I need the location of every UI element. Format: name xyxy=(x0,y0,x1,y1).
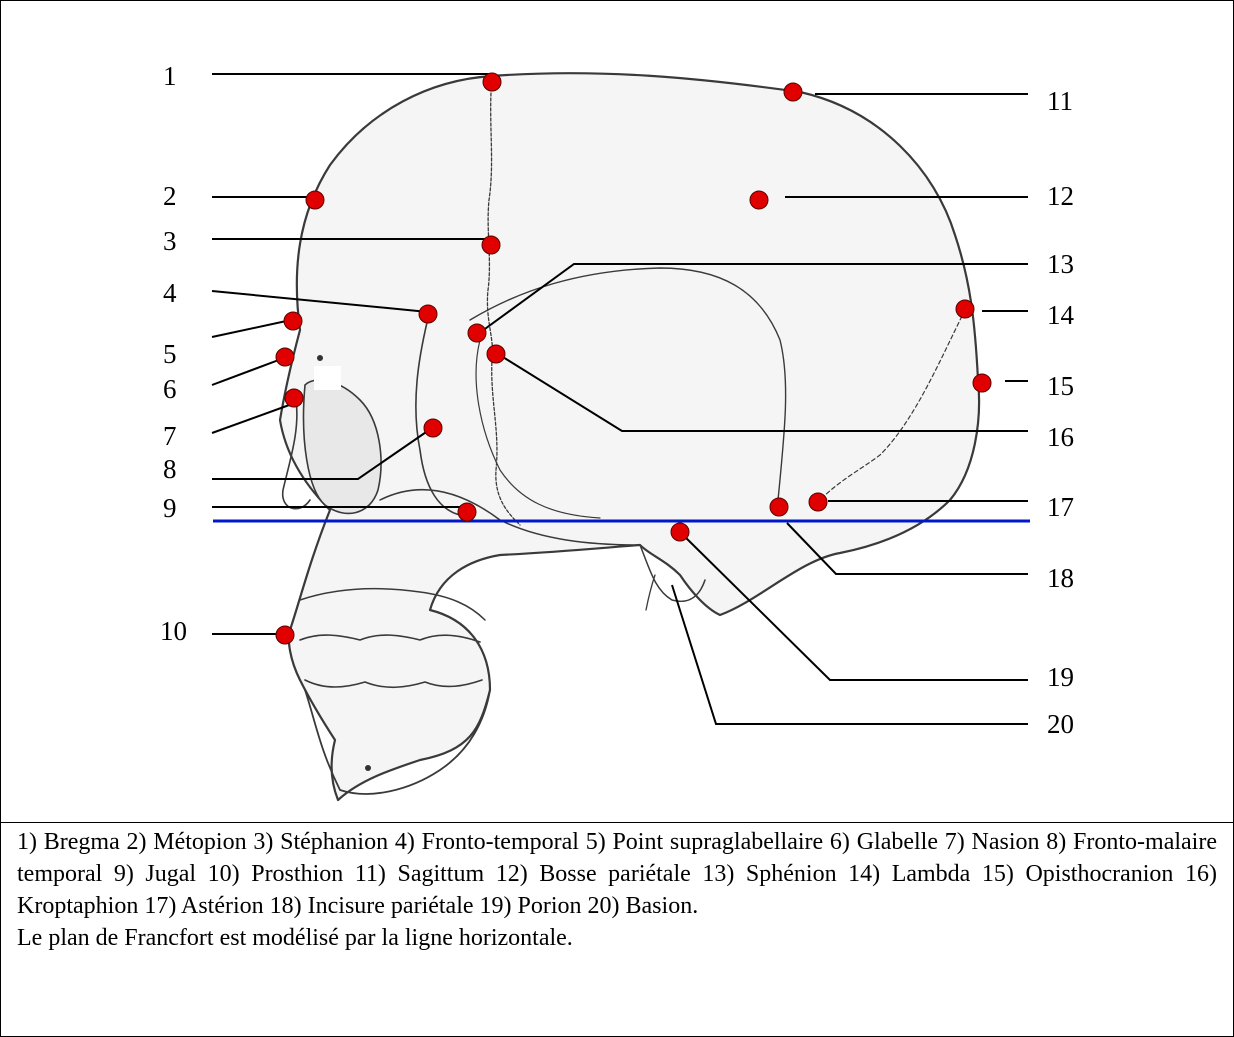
landmark-label-7: 7 xyxy=(163,421,177,451)
figure-caption: 1) Bregma 2) Métopion 3) Stéphanion 4) F… xyxy=(17,826,1217,954)
skull-silhouette xyxy=(280,73,979,800)
landmark-point-19 xyxy=(671,523,689,541)
landmark-label-3: 3 xyxy=(163,226,177,256)
landmark-point-10 xyxy=(276,626,294,644)
mental-foramen xyxy=(365,765,371,771)
landmark-point-9 xyxy=(458,503,476,521)
landmark-label-2: 2 xyxy=(163,181,177,211)
landmark-point-5 xyxy=(284,312,302,330)
leader-line-5 xyxy=(212,320,291,337)
skull-diagram: 1 2 3 4 5 6 7 8 9 10 11 12 13 14 15 16 1… xyxy=(0,0,1234,822)
skull-illustration xyxy=(280,73,979,800)
landmark-point-4 xyxy=(419,305,437,323)
white-patch xyxy=(314,366,341,390)
landmark-point-16 xyxy=(487,345,505,363)
landmark-point-11 xyxy=(784,83,802,101)
landmark-legend: 1) Bregma 2) Métopion 3) Stéphanion 4) F… xyxy=(17,826,1217,922)
landmark-label-17: 17 xyxy=(1047,492,1074,522)
landmark-label-10: 10 xyxy=(160,616,187,646)
landmark-label-6: 6 xyxy=(163,374,177,404)
landmark-label-16: 16 xyxy=(1047,422,1074,452)
styloid xyxy=(646,575,655,610)
landmark-point-8 xyxy=(424,419,442,437)
landmark-point-6 xyxy=(276,348,294,366)
landmark-label-4: 4 xyxy=(163,278,177,308)
landmark-label-8: 8 xyxy=(163,454,177,484)
landmark-label-1: 1 xyxy=(163,61,177,91)
landmark-point-13 xyxy=(468,324,486,342)
landmark-point-12 xyxy=(750,191,768,209)
landmark-label-19: 19 xyxy=(1047,662,1074,692)
landmark-label-15: 15 xyxy=(1047,371,1074,401)
leader-line-6 xyxy=(212,358,284,385)
supraorbital-foramen xyxy=(317,355,323,361)
landmark-point-17 xyxy=(809,493,827,511)
landmark-label-14: 14 xyxy=(1047,300,1075,330)
landmark-label-5: 5 xyxy=(163,339,177,369)
landmark-label-11: 11 xyxy=(1047,86,1073,116)
landmark-label-20: 20 xyxy=(1047,709,1074,739)
frankfort-note: Le plan de Francfort est modélisé par la… xyxy=(17,922,1217,954)
caption-divider xyxy=(0,822,1234,823)
landmark-label-18: 18 xyxy=(1047,563,1074,593)
landmark-label-9: 9 xyxy=(163,493,177,523)
landmark-point-1 xyxy=(483,73,501,91)
landmark-point-7 xyxy=(285,389,303,407)
landmark-label-13: 13 xyxy=(1047,249,1074,279)
landmark-point-3 xyxy=(482,236,500,254)
landmark-label-12: 12 xyxy=(1047,181,1074,211)
landmark-point-18 xyxy=(770,498,788,516)
landmark-point-14 xyxy=(956,300,974,318)
landmark-point-2 xyxy=(306,191,324,209)
landmark-point-15 xyxy=(973,374,991,392)
